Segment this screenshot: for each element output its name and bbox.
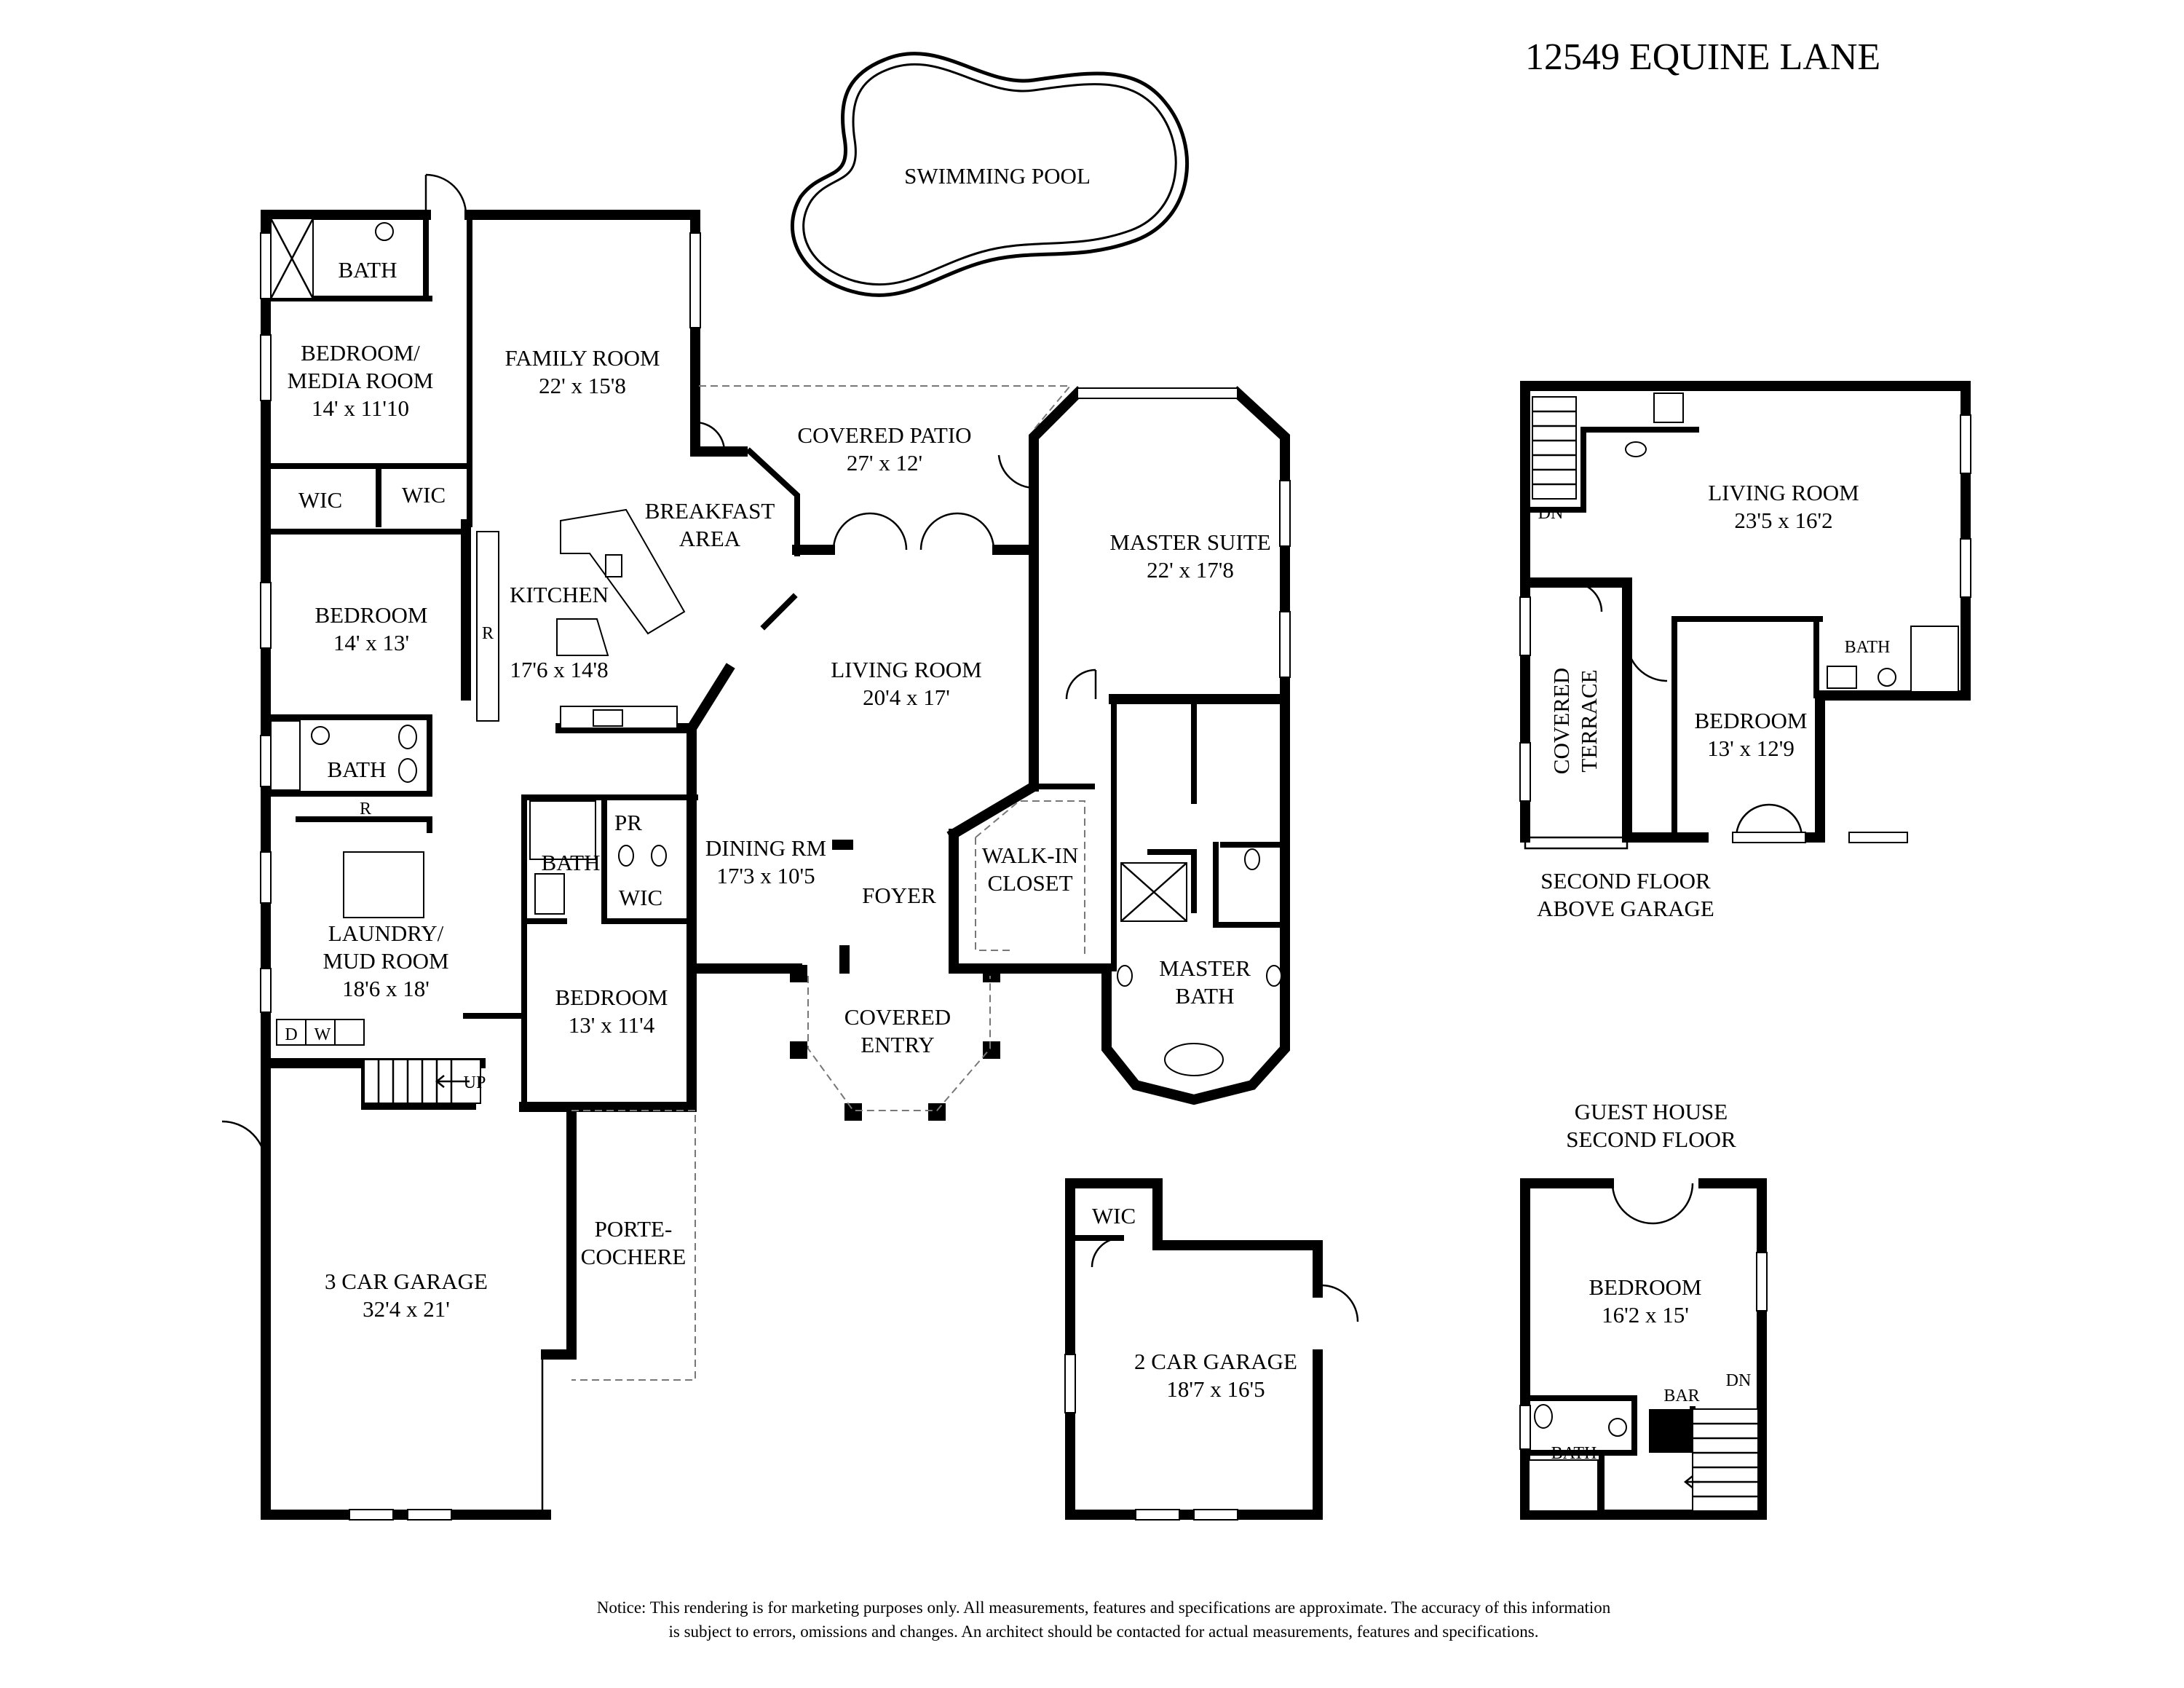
dryer-label: D bbox=[285, 1025, 297, 1044]
above-garage-living-size: 23'5 x 16'2 bbox=[1734, 508, 1832, 533]
notice-line-2: is subject to errors, omissions and chan… bbox=[669, 1622, 1539, 1641]
bedroom-media-name1: BEDROOM/ bbox=[301, 340, 420, 366]
bedroom-3-size: 13' x 11'4 bbox=[569, 1012, 655, 1038]
pr-label: PR bbox=[614, 810, 642, 835]
garage-2car-size: 18'7 x 16'5 bbox=[1166, 1376, 1265, 1402]
covered-terrace-name1: COVERED bbox=[1548, 668, 1574, 774]
main-floor-labels: BATH BEDROOM/ MEDIA ROOM 14' x 11'10 FAM… bbox=[285, 257, 1270, 1322]
master-bath-name2: BATH bbox=[1176, 983, 1235, 1009]
bedroom-media-name2: MEDIA ROOM bbox=[288, 368, 434, 393]
guest-bar-label: BAR bbox=[1663, 1387, 1699, 1405]
property-title: 12549 EQUINE LANE bbox=[1525, 36, 1880, 78]
dining-name: DINING RM bbox=[705, 835, 826, 861]
bedroom-2-name: BEDROOM bbox=[314, 602, 427, 628]
dining-size: 17'3 x 10'5 bbox=[716, 863, 815, 888]
family-room-name: FAMILY ROOM bbox=[505, 345, 660, 371]
garage-3car-size: 32'4 x 21' bbox=[363, 1296, 450, 1322]
above-garage-dn-label: DN bbox=[1538, 504, 1564, 523]
porte-cochere-name2: COCHERE bbox=[581, 1244, 687, 1269]
guest-dn-label: DN bbox=[1726, 1371, 1752, 1390]
above-garage-bedroom-size: 13' x 12'9 bbox=[1707, 735, 1795, 761]
above-garage-caption1: SECOND FLOOR bbox=[1540, 868, 1711, 894]
walkin-closet-name2: CLOSET bbox=[987, 870, 1072, 896]
fridge-2-label: R bbox=[360, 800, 371, 819]
above-garage-caption2: ABOVE GARAGE bbox=[1537, 896, 1714, 921]
above-garage-bedroom-name: BEDROOM bbox=[1694, 708, 1807, 733]
kitchen-size: 17'6 x 14'8 bbox=[510, 657, 608, 682]
master-bath-name1: MASTER bbox=[1159, 955, 1251, 981]
garage-2car-name: 2 CAR GARAGE bbox=[1134, 1349, 1297, 1374]
porte-cochere-name1: PORTE- bbox=[595, 1216, 673, 1242]
living-room-name: LIVING ROOM bbox=[831, 657, 982, 682]
guest-caption1: GUEST HOUSE bbox=[1575, 1099, 1728, 1124]
patio-doors bbox=[832, 454, 1034, 551]
laundry-size: 18'6 x 18' bbox=[342, 976, 430, 1001]
wic-2-label: WIC bbox=[402, 482, 446, 508]
garage-3car-name: 3 CAR GARAGE bbox=[325, 1269, 488, 1294]
above-garage-bath-label: BATH bbox=[1845, 638, 1891, 657]
foyer-label: FOYER bbox=[862, 883, 936, 908]
walkin-closet-name1: WALK-IN bbox=[982, 843, 1079, 868]
laundry-name2: MUD ROOM bbox=[323, 948, 448, 974]
second-floor-above-garage: DN LIVING ROOM 23'5 x 16'2 BATH COVERED … bbox=[1519, 381, 1971, 921]
guest-caption2: SECOND FLOOR bbox=[1566, 1127, 1736, 1152]
guest-house-second-floor: GUEST HOUSE SECOND FLOOR BEDROOM 16'2 x … bbox=[1519, 1099, 1768, 1520]
fridge-1-label: R bbox=[482, 624, 494, 643]
kitchen-island bbox=[476, 508, 686, 729]
bath-top-label: BATH bbox=[339, 257, 397, 283]
covered-terrace-name2: TERRACE bbox=[1576, 669, 1602, 772]
main-house-windows bbox=[260, 232, 1291, 1521]
covered-patio-outline bbox=[699, 385, 1072, 430]
kitchen-name: KITCHEN bbox=[510, 582, 609, 607]
laundry-name1: LAUNDRY/ bbox=[328, 920, 444, 946]
wic-3-label: WIC bbox=[619, 885, 662, 910]
above-garage-living-name: LIVING ROOM bbox=[1708, 480, 1859, 505]
master-suite-size: 22' x 17'8 bbox=[1147, 557, 1234, 583]
guest-bedroom-name: BEDROOM bbox=[1588, 1274, 1701, 1300]
bedroom-media-size: 14' x 11'10 bbox=[312, 395, 409, 421]
bath-3-label: BATH bbox=[542, 850, 601, 875]
washer-label: W bbox=[314, 1025, 331, 1044]
detached-wic-label: WIC bbox=[1092, 1203, 1136, 1228]
covered-patio-size: 27' x 12' bbox=[847, 450, 922, 476]
wic-1-label: WIC bbox=[298, 487, 342, 513]
covered-patio-name: COVERED PATIO bbox=[797, 422, 971, 448]
breakfast-name1: BREAKFAST bbox=[645, 498, 775, 524]
master-suite-name: MASTER SUITE bbox=[1109, 529, 1270, 555]
covered-entry-name1: COVERED bbox=[844, 1004, 951, 1030]
guest-bath-label: BATH bbox=[1551, 1444, 1597, 1463]
guest-bedroom-size: 16'2 x 15' bbox=[1602, 1302, 1689, 1328]
stairs-up-label: UP bbox=[464, 1073, 486, 1092]
main-doors bbox=[221, 173, 1359, 1322]
family-room-size: 22' x 15'8 bbox=[539, 373, 626, 398]
bedroom-2-size: 14' x 13' bbox=[333, 630, 409, 655]
bath-2-label: BATH bbox=[328, 757, 387, 782]
covered-entry-name2: ENTRY bbox=[860, 1032, 935, 1057]
breakfast-name2: AREA bbox=[679, 526, 741, 551]
swimming-pool-label: SWIMMING POOL bbox=[904, 163, 1091, 189]
detached-garage: WIC 2 CAR GARAGE 18'7 x 16'5 bbox=[1064, 1178, 1323, 1521]
living-room-size: 20'4 x 17' bbox=[863, 685, 950, 710]
bedroom-3-name: BEDROOM bbox=[555, 985, 668, 1010]
notice-line-1: Notice: This rendering is for marketing … bbox=[597, 1598, 1611, 1617]
swimming-pool: SWIMMING POOL bbox=[790, 52, 1190, 297]
stairs-up bbox=[363, 1059, 481, 1104]
bath-fixtures bbox=[269, 218, 1282, 1076]
